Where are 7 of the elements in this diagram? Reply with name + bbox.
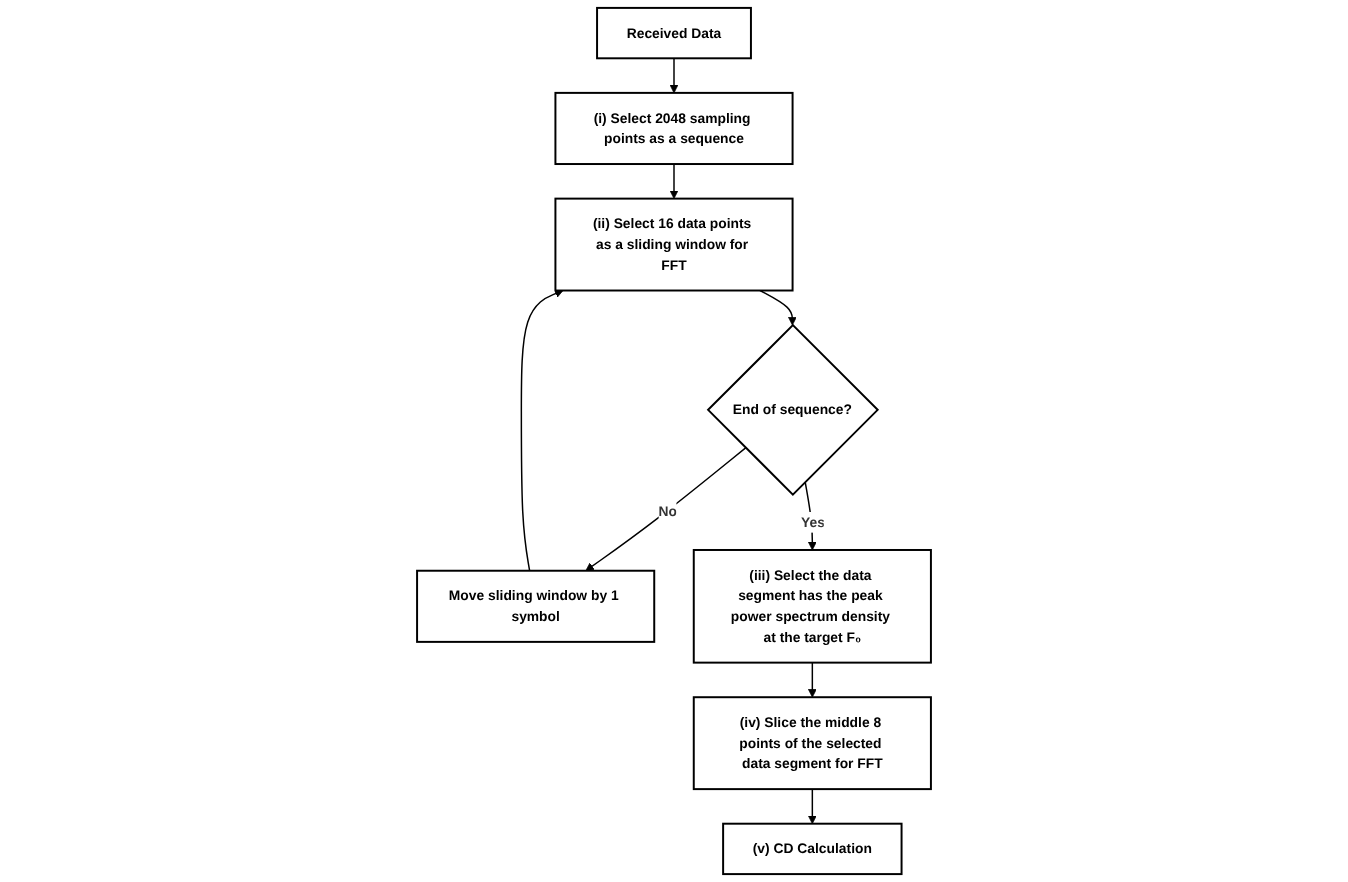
arrow [669, 57, 679, 94]
arrow [808, 788, 817, 825]
arrow [669, 163, 679, 199]
arrow [759, 289, 797, 326]
arrow [808, 661, 817, 698]
arrow [520, 289, 564, 572]
arrow [585, 447, 747, 572]
